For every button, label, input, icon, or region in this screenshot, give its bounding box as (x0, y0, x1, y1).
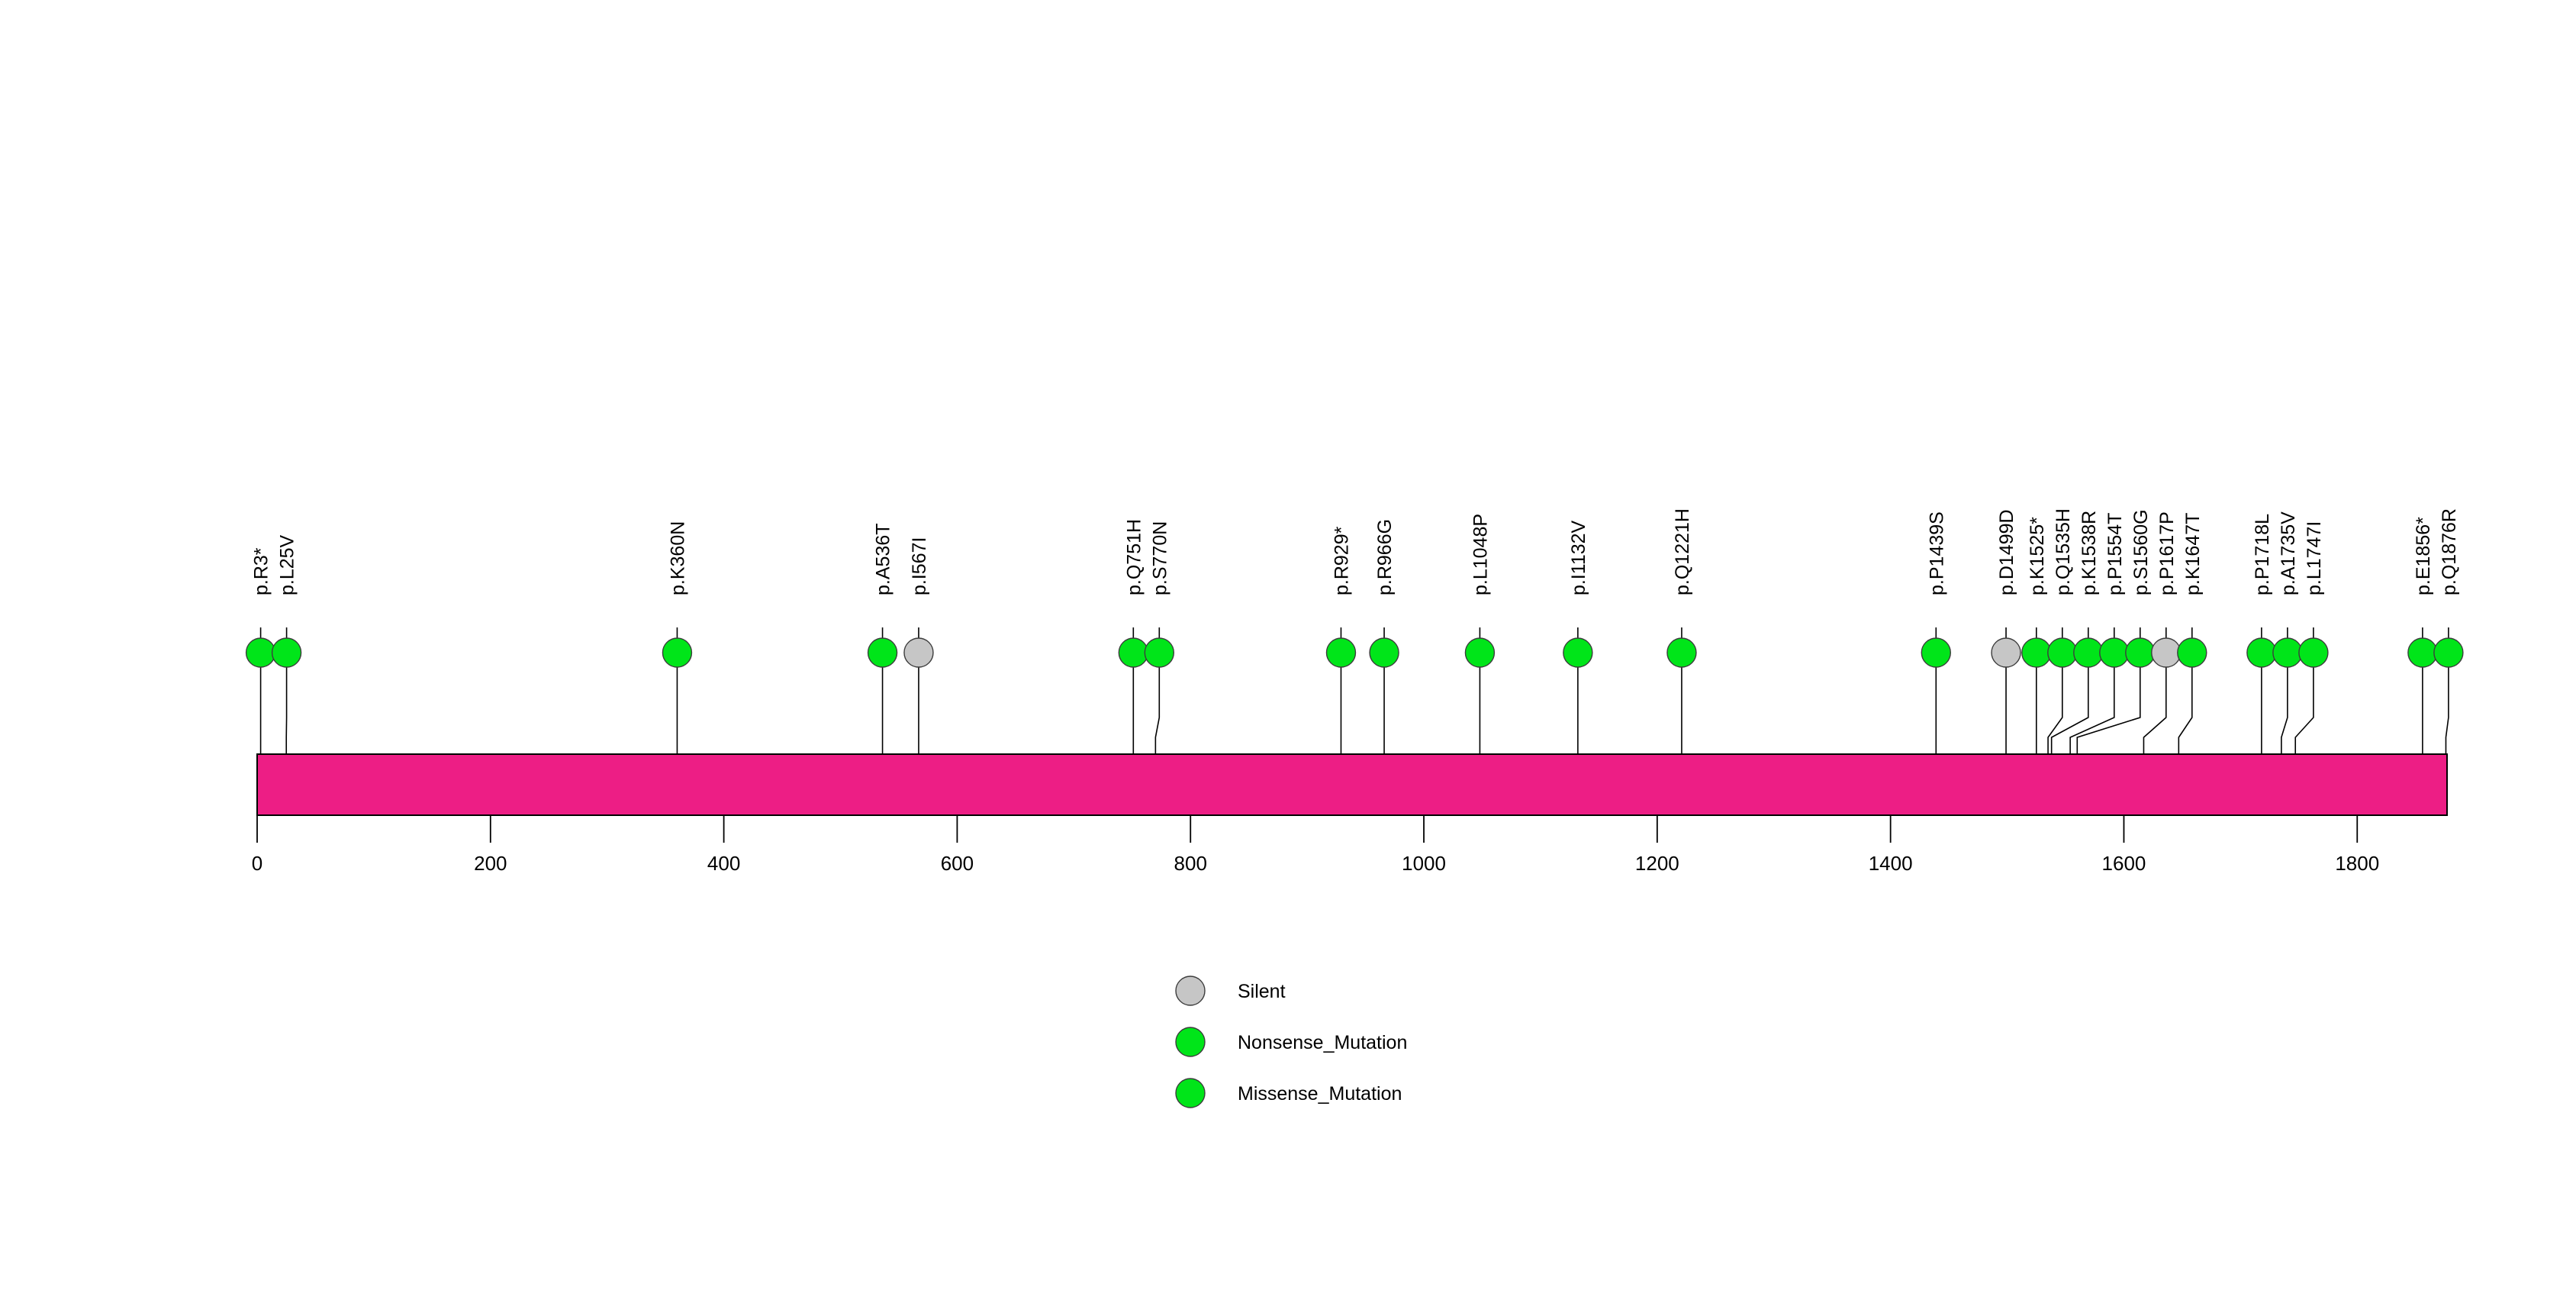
mutation-label: p.E1856* (2413, 517, 2434, 595)
mutation-marker[interactable] (2125, 637, 2156, 668)
mutation-marker[interactable] (1921, 637, 1951, 668)
x-axis-tick-label: 1000 (1402, 852, 1446, 875)
mutation-markers-layer (245, 637, 2464, 668)
mutation-label: p.L1048P (1470, 514, 1491, 595)
mutation-marker[interactable] (1369, 637, 1399, 668)
mutation-stem (2069, 667, 2115, 754)
mutation-stem (2143, 667, 2167, 754)
mutation-marker[interactable] (2272, 637, 2303, 668)
mutation-stem (2178, 667, 2193, 754)
mutation-marker[interactable] (1118, 637, 1149, 668)
mutation-marker[interactable] (1325, 637, 1357, 668)
x-axis-tick-label: 1200 (1635, 852, 1679, 875)
mutation-label: p.A1735V (2278, 511, 2299, 595)
mutation-label: p.P1617P (2156, 511, 2178, 595)
mutation-label: p.L25V (277, 534, 298, 595)
mutation-label: p.L1747I (2304, 521, 2325, 595)
x-axis-tick-label: 0 (252, 852, 262, 875)
mutation-label: p.D1499D (1996, 509, 2017, 595)
legend-marker[interactable] (1175, 1027, 1206, 1057)
x-axis-layer: 0 200 400 600 800 1000 1200 1400 1600 1800 (252, 815, 2379, 875)
legend-marker[interactable] (1175, 976, 1206, 1006)
mutation-marker[interactable] (2099, 637, 2130, 668)
mutation-label: p.Q751H (1123, 519, 1145, 595)
mutation-marker[interactable] (1666, 637, 1697, 668)
x-axis-tick-label: 200 (474, 852, 507, 875)
protein-bar (256, 753, 2448, 816)
mutation-marker[interactable] (2047, 637, 2078, 668)
mutation-label: p.I567I (909, 537, 930, 595)
mutation-label: p.I1132V (1568, 520, 1589, 595)
mutation-marker[interactable] (1144, 637, 1175, 668)
x-axis-tick-label: 600 (941, 852, 974, 875)
mutation-label: p.K1538R (2079, 511, 2100, 595)
mutation-label: p.A536T (873, 523, 894, 595)
mutation-stem (2281, 667, 2288, 754)
mutation-marker[interactable] (2407, 637, 2438, 668)
mutation-label: p.K360N (667, 521, 688, 595)
mutation-marker[interactable] (2073, 637, 2104, 668)
legend-marker[interactable] (1175, 1078, 1206, 1108)
x-axis-tick-label: 400 (707, 852, 740, 875)
mutation-label: p.Q1876R (2439, 508, 2460, 595)
x-axis-tick-label: 1400 (1869, 852, 1913, 875)
protein-bar-layer (256, 753, 2448, 816)
mutation-marker[interactable] (1991, 637, 2021, 668)
mutation-stem (2294, 667, 2314, 754)
mutation-stem (2445, 667, 2449, 754)
mutation-marker[interactable] (245, 637, 276, 668)
mutation-label: p.P1554T (2104, 513, 2126, 595)
mutation-stem (1154, 667, 1161, 754)
mutation-marker[interactable] (2021, 637, 2052, 668)
mutation-label: p.K1525* (2027, 517, 2048, 595)
mutation-stem (2076, 667, 2141, 754)
x-axis-tick-label: 1800 (2335, 852, 2379, 875)
legend-label: Nonsense_Mutation (1238, 1032, 1407, 1053)
mutation-label: p.Q1535H (2053, 508, 2074, 595)
mutation-marker[interactable] (1563, 637, 1593, 668)
mutation-label: p.S1560G (2130, 509, 2152, 595)
mutation-marker[interactable] (2177, 637, 2207, 668)
mutation-stem (2050, 667, 2089, 754)
mutation-stem (2047, 667, 2063, 754)
x-axis-tick-label: 800 (1174, 852, 1207, 875)
x-axis-tick-label: 1600 (2102, 852, 2146, 875)
mutation-marker[interactable] (2433, 637, 2464, 668)
mutation-label: p.P1439S (1926, 511, 1947, 595)
mutation-marker[interactable] (903, 637, 934, 668)
mutation-label: p.R966G (1374, 519, 1396, 595)
mutation-label: p.R929* (1331, 526, 1352, 595)
mutation-label: p.S770N (1149, 521, 1170, 595)
mutation-marker[interactable] (867, 637, 898, 668)
mutation-marker[interactable] (2151, 637, 2182, 668)
mutation-label: p.Q1221H (1672, 508, 1693, 595)
mutation-marker[interactable] (271, 637, 302, 668)
mutation-label: p.R3* (251, 547, 272, 595)
mutation-label: p.K1647T (2182, 513, 2204, 595)
mutation-marker[interactable] (2246, 637, 2277, 668)
legend-label: Missense_Mutation (1238, 1083, 1402, 1105)
mutation-marker[interactable] (2298, 637, 2329, 668)
mutation-marker[interactable] (662, 637, 693, 668)
mutation-marker[interactable] (1464, 637, 1496, 668)
mutation-label: p.P1718L (2252, 514, 2273, 595)
legend-label: Silent (1238, 981, 1286, 1002)
